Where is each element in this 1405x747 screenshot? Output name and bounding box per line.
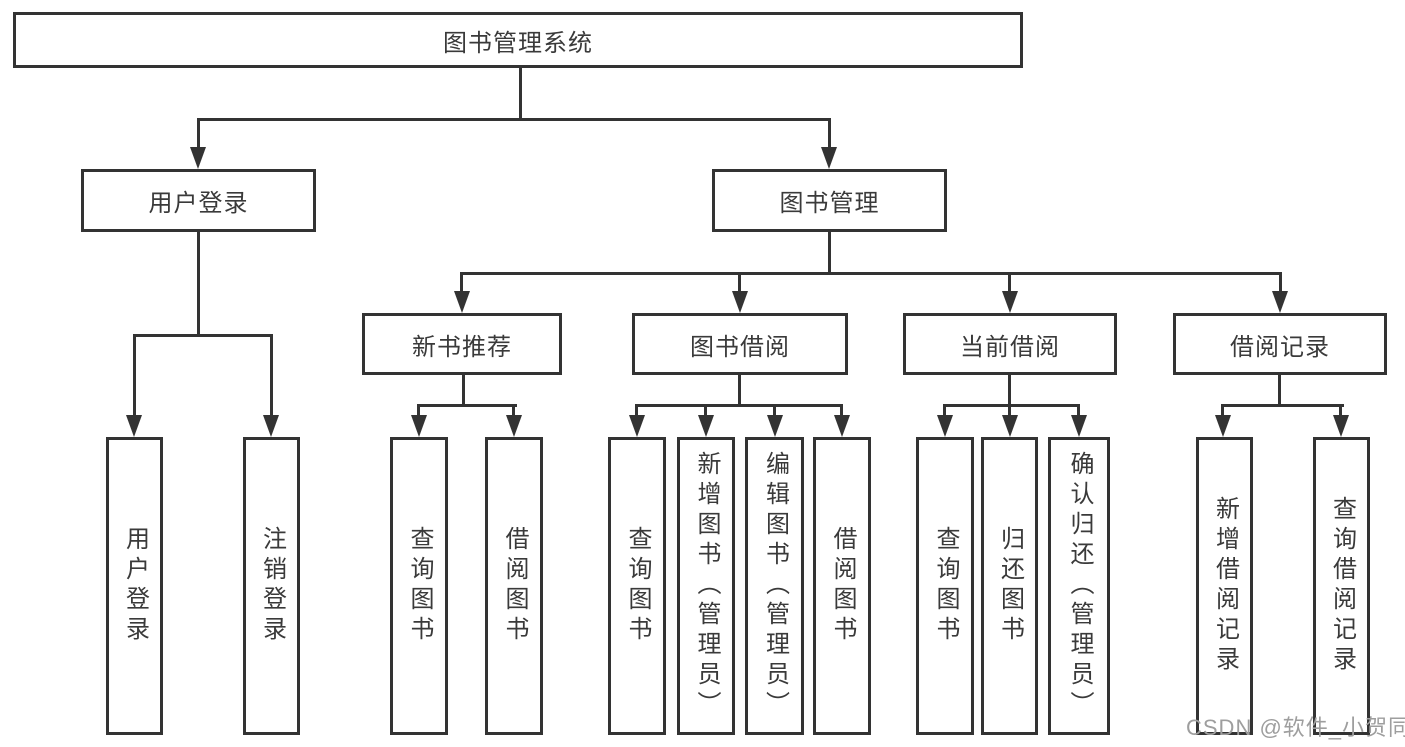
- arrowhead-down-icon: [126, 415, 142, 437]
- node-borrowing-records: 借阅记录: [1173, 313, 1387, 375]
- connector-line: [133, 334, 136, 417]
- arrowhead-down-icon: [937, 415, 953, 437]
- connector-line: [738, 375, 741, 407]
- connector-line: [1008, 272, 1011, 293]
- connector-line: [133, 334, 273, 337]
- connector-line: [512, 404, 515, 417]
- node-label: 图书管理系统: [443, 29, 593, 57]
- node-new-book-recommendation: 新书推荐: [362, 313, 562, 375]
- connector-line: [197, 118, 200, 149]
- node-book-management: 图书管理: [712, 169, 947, 232]
- leaf-bb-query-books: 查询图书: [608, 437, 666, 735]
- connector-line: [1279, 272, 1282, 293]
- leaf-nbr-borrow-books: 借阅图书: [485, 437, 543, 735]
- node-user-login: 用户登录: [81, 169, 316, 232]
- arrowhead-down-icon: [698, 415, 714, 437]
- arrowhead-down-icon: [1215, 415, 1231, 437]
- arrowhead-down-icon: [629, 415, 645, 437]
- connector-line: [1339, 404, 1342, 417]
- arrowhead-down-icon: [411, 415, 427, 437]
- leaf-br-query-record: 查询借阅记录: [1313, 437, 1370, 735]
- leaf-label: 编辑图书（管理员）: [761, 451, 789, 721]
- leaf-cb-confirm-return-admin: 确认归还（管理员）: [1048, 437, 1110, 735]
- node-label: 图书管理: [779, 190, 880, 217]
- connector-line: [417, 404, 420, 417]
- connector-line: [460, 272, 1282, 275]
- arrowhead-down-icon: [1002, 291, 1018, 313]
- leaf-label: 归还图书: [996, 526, 1024, 646]
- connector-line: [943, 404, 946, 417]
- arrowhead-down-icon: [1002, 415, 1018, 437]
- node-book-borrowing: 图书借阅: [632, 313, 848, 375]
- connector-line: [1221, 404, 1344, 407]
- leaf-label: 借阅图书: [501, 526, 528, 646]
- leaf-nbr-query-books: 查询图书: [390, 437, 448, 735]
- connector-line: [635, 404, 843, 407]
- leaf-label: 新增借阅记录: [1211, 496, 1239, 676]
- leaf-cb-query-books: 查询图书: [916, 437, 974, 735]
- arrowhead-down-icon: [190, 147, 206, 169]
- leaf-bb-add-books-admin: 新增图书（管理员）: [677, 437, 735, 735]
- connector-line: [773, 404, 776, 417]
- leaf-bb-edit-books-admin: 编辑图书（管理员）: [745, 437, 804, 735]
- connector-line: [197, 232, 200, 337]
- arrowhead-down-icon: [1272, 291, 1288, 313]
- node-label: 当前借阅: [960, 333, 1060, 361]
- arrowhead-down-icon: [732, 291, 748, 313]
- connector-line: [704, 404, 707, 417]
- node-label: 借阅记录: [1230, 333, 1330, 361]
- leaf-label: 查询图书: [406, 526, 433, 646]
- connector-line: [840, 404, 843, 417]
- connector-line: [1008, 375, 1011, 407]
- leaf-label: 用户登录: [121, 526, 149, 646]
- leaf-label: 新增图书（管理员）: [693, 451, 720, 721]
- connector-line: [462, 375, 465, 407]
- connector-line: [1008, 404, 1011, 417]
- connector-line: [943, 404, 1080, 407]
- arrowhead-down-icon: [263, 415, 279, 437]
- leaf-label: 查询图书: [624, 526, 651, 646]
- node-current-borrowing: 当前借阅: [903, 313, 1117, 375]
- connector-line: [460, 272, 463, 293]
- arrowhead-down-icon: [454, 291, 470, 313]
- connector-line: [738, 272, 741, 293]
- leaf-label: 查询借阅记录: [1328, 496, 1356, 676]
- connector-line: [519, 68, 522, 121]
- arrowhead-down-icon: [767, 415, 783, 437]
- leaf-logout: 注销登录: [243, 437, 300, 735]
- leaf-br-add-record: 新增借阅记录: [1196, 437, 1253, 735]
- csdn-watermark: CSDN @软件_小贺同学: [1186, 715, 1405, 740]
- node-library-management-system: 图书管理系统: [13, 12, 1023, 68]
- arrowhead-down-icon: [821, 147, 837, 169]
- arrowhead-down-icon: [1333, 415, 1349, 437]
- connector-line: [828, 232, 831, 275]
- node-label: 用户登录: [148, 190, 249, 217]
- connector-line: [635, 404, 638, 417]
- connector-line: [1278, 375, 1281, 407]
- connector-line: [828, 118, 831, 149]
- arrowhead-down-icon: [506, 415, 522, 437]
- leaf-label: 确认归还（管理员）: [1066, 451, 1093, 721]
- leaf-cb-return-books: 归还图书: [981, 437, 1038, 735]
- arrowhead-down-icon: [834, 415, 850, 437]
- connector-line: [417, 404, 517, 407]
- leaf-bb-borrow-books: 借阅图书: [813, 437, 871, 735]
- arrowhead-down-icon: [1071, 415, 1087, 437]
- leaf-label: 注销登录: [258, 526, 286, 646]
- leaf-label: 查询图书: [932, 526, 959, 646]
- leaf-user-login: 用户登录: [106, 437, 163, 735]
- leaf-label: 借阅图书: [829, 526, 856, 646]
- node-label: 图书借阅: [690, 333, 790, 361]
- connector-line: [197, 118, 831, 121]
- connector-line: [1221, 404, 1224, 417]
- connector-line: [1077, 404, 1080, 417]
- connector-line: [270, 334, 273, 417]
- node-label: 新书推荐: [412, 333, 512, 361]
